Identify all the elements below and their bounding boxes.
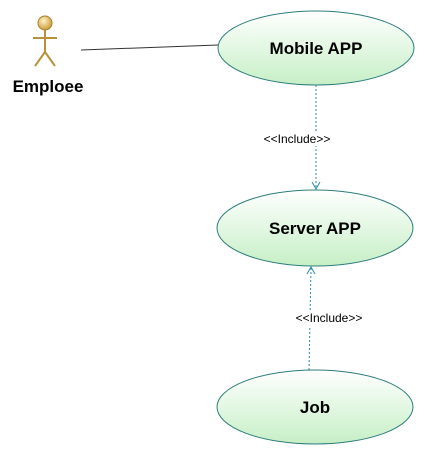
include-line (308, 267, 312, 371)
use-case-label: Job (300, 398, 330, 417)
use-case-label: Mobile APP (270, 39, 363, 58)
actor-emploee[interactable]: Emploee (13, 15, 84, 96)
include-job-to-server[interactable]: <<Include>> (289, 265, 369, 371)
use-case-label: Server APP (269, 219, 361, 238)
use-case-mobile-app[interactable]: Mobile APP (217, 10, 415, 86)
actor-left-leg-icon (34, 51, 46, 67)
actor-right-leg-icon (44, 51, 56, 67)
include-arrowhead-icon (311, 181, 321, 191)
include-label-bg (289, 311, 369, 326)
actor-label: Emploee (13, 77, 84, 96)
include-stereotype-label: <<Include>> (296, 311, 363, 325)
include-stereotype-label: <<Include>> (264, 132, 331, 146)
use-case-server-app[interactable]: Server APP (216, 189, 414, 267)
include-arrowhead-icon (306, 265, 316, 275)
association-line[interactable] (80, 44, 219, 51)
use-case-ellipse (216, 369, 414, 445)
actor-head-icon (37, 15, 53, 31)
use-case-job[interactable]: Job (216, 369, 414, 445)
include-label-bg (258, 131, 336, 146)
use-case-ellipse (216, 189, 414, 267)
include-mobile-to-server[interactable]: <<Include>> (258, 85, 336, 191)
use-case-ellipse (217, 10, 415, 86)
